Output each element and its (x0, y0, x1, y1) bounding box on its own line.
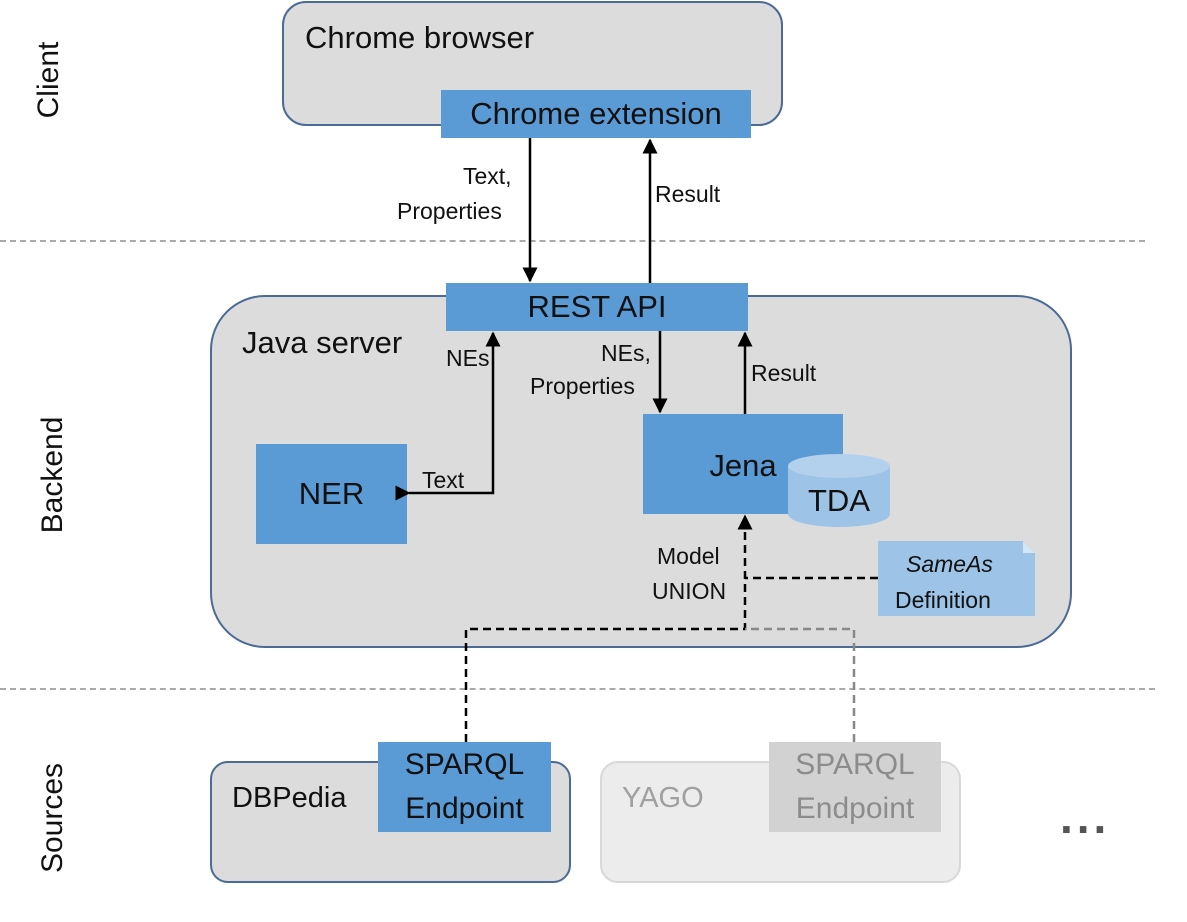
edge-label-union: UNION (652, 578, 727, 604)
edge-label-model: Model (657, 543, 720, 569)
edge-label-properties: Properties (397, 198, 502, 224)
zone-divider-backend-sources (0, 688, 1155, 690)
dbpedia-title: DBPedia (232, 782, 347, 814)
dbpedia-endpoint-line1: SPARQL (404, 748, 525, 781)
sameas-document-icon (878, 541, 1035, 616)
chrome-extension-box: Chrome extension (441, 90, 751, 138)
zone-divider-client-backend (0, 240, 1145, 242)
sameas-subtitle: Definition (895, 587, 991, 613)
yago-title: YAGO (622, 782, 704, 814)
tda-label: TDA (808, 483, 870, 518)
rest-api-label: REST API (527, 289, 667, 324)
ner-label: NER (298, 476, 365, 511)
edge-label-nes-properties: Properties (530, 373, 635, 399)
edge-label-nes: NEs (446, 345, 490, 371)
edge-label-text-ner: Text (422, 467, 465, 493)
dbpedia-sparql-endpoint-box: SPARQL Endpoint (378, 742, 551, 832)
dbpedia-endpoint-line2: Endpoint (405, 792, 524, 825)
dashed-dbpedia-to-jena (464, 514, 753, 742)
yago-sparql-endpoint-box: SPARQL Endpoint (769, 742, 941, 832)
yago-endpoint-line1: SPARQL (795, 748, 915, 781)
more-sources-ellipsis: ... (1060, 791, 1111, 843)
yago-endpoint-line2: Endpoint (795, 792, 915, 825)
edge-label-text: Text, (463, 163, 512, 189)
edge-label-nes-comma: NEs, (601, 340, 651, 366)
rest-api-box: REST API (446, 283, 748, 331)
edge-label-result-top: Result (655, 181, 721, 207)
sameas-title: SameAs (906, 551, 993, 577)
tda-cylinder-icon (788, 454, 890, 527)
edge-label-result-jena: Result (751, 360, 817, 386)
chrome-browser-title: Chrome browser (305, 20, 535, 55)
jena-label: Jena (709, 448, 777, 483)
arrow-ner-rest-link (395, 331, 501, 501)
ner-box: NER (256, 444, 407, 544)
chrome-extension-label: Chrome extension (470, 96, 722, 131)
dashed-yago-to-union (745, 627, 856, 742)
java-server-title: Java server (242, 325, 403, 360)
